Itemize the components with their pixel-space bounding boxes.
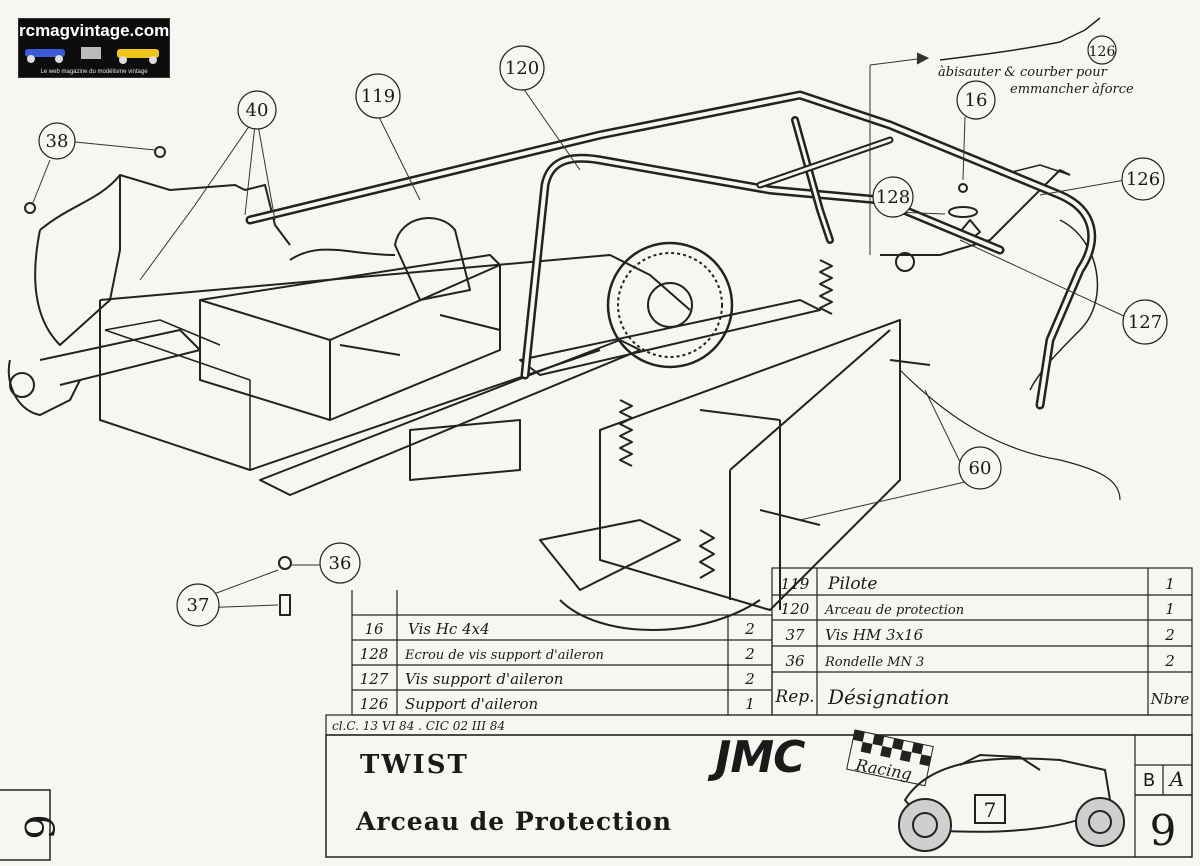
callout-120: 120: [499, 45, 545, 91]
svg-text:6: 6: [15, 814, 61, 839]
rc-car-icon: [25, 47, 159, 64]
svg-text:2: 2: [1164, 652, 1175, 670]
svg-text:2: 2: [1164, 626, 1175, 644]
svg-text:16: 16: [965, 90, 988, 111]
callout-128: 128: [872, 176, 914, 218]
svg-text:cl.C. 13 VI 84 . CIC 02 III 84: cl.C. 13 VI 84 . CIC 02 III 84: [332, 719, 505, 733]
svg-text:Arceau de protection: Arceau de protection: [824, 603, 964, 618]
bom-row: 126 Support d'aileron 1: [360, 695, 755, 713]
svg-text:37: 37: [785, 626, 805, 644]
bom-row: 119 Pilote 1: [781, 574, 1175, 594]
svg-text:127: 127: [1128, 312, 1162, 333]
svg-text:2: 2: [744, 645, 755, 663]
svg-text:7: 7: [984, 798, 997, 822]
bom-row: 37 Vis HM 3x16 2: [785, 626, 1174, 644]
svg-text:JMC: JMC: [707, 732, 805, 783]
bom-row: 127 Vis support d'aileron 2: [360, 670, 755, 688]
bom-row: 36 Rondelle MN 3 2: [785, 652, 1174, 670]
sheet-number: 9: [1150, 806, 1177, 855]
buggy-illustration: 7: [898, 753, 1125, 852]
svg-text:127: 127: [360, 670, 389, 688]
svg-text:1: 1: [1165, 575, 1175, 593]
bom-row: 128 Ecrou de vis support d'aileron 2: [360, 645, 755, 663]
svg-text:Ecrou de vis support d'aileron: Ecrou de vis support d'aileron: [404, 648, 604, 663]
bom-left-rows: 16 Vis Hc 4x4 2 128 Ecrou de vis support…: [360, 620, 755, 713]
callout-126-top: 126: [1087, 35, 1117, 65]
svg-text:Vis Hc 4x4: Vis Hc 4x4: [408, 620, 490, 638]
site-watermark-logo: rcmagvintage.com Le web magazine du modé…: [18, 18, 170, 78]
callout-126-right: 126: [1121, 157, 1165, 201]
callout-38: 38: [38, 122, 76, 160]
svg-text:Pilote: Pilote: [827, 574, 877, 594]
callout-37: 37: [176, 583, 220, 627]
model-name: TWIST: [360, 750, 469, 780]
svg-text:120: 120: [781, 600, 810, 618]
svg-text:16: 16: [364, 620, 384, 638]
title-block: TWIST Arceau de Protection JMC Racing 7 …: [325, 729, 1193, 858]
svg-text:119: 119: [781, 575, 810, 593]
svg-text:emmancher àforce: emmancher àforce: [1010, 82, 1134, 97]
assembly-note: àbisauter & courber pour emmancher àforc…: [938, 65, 1134, 97]
svg-text:Désignation: Désignation: [827, 685, 950, 709]
callout-127: 127: [1122, 299, 1168, 345]
svg-text:60: 60: [969, 458, 992, 479]
svg-text:126: 126: [1126, 169, 1160, 190]
svg-text:àbisauter & courber pour: àbisauter & courber pour: [938, 65, 1108, 80]
svg-text:120: 120: [505, 58, 539, 79]
edge-page-number: 6: [0, 789, 61, 861]
svg-text:38: 38: [46, 131, 69, 152]
callout-40: 40: [237, 90, 277, 130]
bom-row: 16 Vis Hc 4x4 2: [364, 620, 754, 638]
roll-cage: [245, 90, 1097, 410]
bom-header-row: Rep. Désignation Nbre: [774, 685, 1189, 709]
svg-text:1: 1: [1165, 600, 1175, 618]
svg-text:40: 40: [246, 100, 269, 121]
callout-16: 16: [956, 80, 996, 120]
bom-right-rows: 119 Pilote 1 120 Arceau de protection 1 …: [774, 574, 1189, 709]
jmc-racing-logo: JMC Racing: [707, 729, 934, 787]
svg-text:Vis HM 3x16: Vis HM 3x16: [825, 626, 924, 644]
svg-text:128: 128: [876, 187, 910, 208]
svg-text:Nbre: Nbre: [1150, 690, 1190, 708]
svg-text:36: 36: [785, 652, 805, 670]
svg-text:Rep.: Rep.: [774, 687, 814, 707]
svg-text:2: 2: [744, 670, 755, 688]
site-tagline: Le web magazine du modélisme vintage: [40, 69, 148, 75]
svg-text:37: 37: [187, 595, 210, 616]
svg-text:1: 1: [745, 695, 755, 713]
svg-text:Rondelle MN 3: Rondelle MN 3: [824, 655, 924, 670]
svg-text:126: 126: [360, 695, 389, 713]
callouts: 38 40 119 120 126 16 128 126 127 60 36 3…: [38, 35, 1168, 627]
sheet-letter-b: B: [1143, 770, 1155, 791]
svg-text:126: 126: [1089, 44, 1116, 60]
svg-text:128: 128: [360, 645, 389, 663]
svg-text:2: 2: [744, 620, 755, 638]
bom-row: 120 Arceau de protection 1: [781, 600, 1175, 618]
bom-right-table: [771, 567, 1193, 716]
svg-text:Vis support d'aileron: Vis support d'aileron: [405, 670, 563, 688]
sheet-letter-a: A: [1168, 767, 1184, 791]
site-name: rcmagvintage.com: [19, 21, 170, 40]
svg-text:119: 119: [361, 86, 395, 107]
chassis-drawing: [7, 17, 1121, 631]
svg-text:Support d'aileron: Support d'aileron: [405, 695, 538, 713]
svg-text:36: 36: [329, 553, 352, 574]
callout-119: 119: [355, 73, 401, 119]
callout-60: 60: [958, 446, 1002, 490]
callout-36: 36: [319, 542, 361, 584]
part-name: Arceau de Protection: [355, 807, 672, 836]
